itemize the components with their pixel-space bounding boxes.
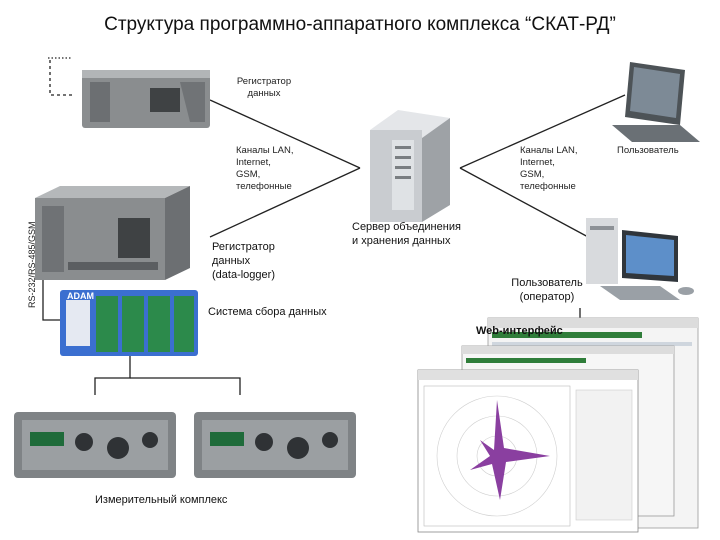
measuring-complex-right	[194, 412, 356, 478]
registrator-logger-device	[35, 186, 190, 280]
label-web-interface: Web-интерфейс	[476, 325, 563, 337]
adam-acquisition-device	[60, 290, 198, 356]
label-acquisition: Система сбора данных	[208, 306, 327, 318]
line-logger	[209, 167, 361, 238]
measuring-complex-left	[14, 412, 176, 478]
line-adam-meas2	[130, 377, 241, 395]
label-user-top: Пользователь	[617, 145, 679, 156]
label-user-operator: Пользователь (оператор)	[511, 277, 583, 303]
label-registrator-top: Регистратор данных	[236, 76, 292, 99]
line-server-laptop	[459, 94, 626, 169]
server-device	[370, 110, 450, 222]
wind-rose	[470, 400, 550, 500]
line-adam-meas	[94, 355, 131, 395]
registrator-top-device	[82, 70, 210, 128]
line-registrator-top	[209, 99, 361, 169]
diagram-title: Структура программно-аппаратного комплек…	[104, 14, 616, 35]
label-channels-right: Каналы LAN, Internet, GSM, телефонные	[520, 145, 578, 192]
laptop-device	[612, 62, 700, 142]
line-server-pc	[459, 167, 591, 239]
label-channels-left: Каналы LAN, Internet, GSM, телефонные	[236, 145, 294, 192]
label-registrator-logger: Регистратор данных (data-logger)	[212, 241, 275, 281]
adam-brand-label: ADAM	[67, 291, 94, 301]
dashed-connector	[49, 60, 75, 96]
label-measuring: Измерительный комплекс	[95, 494, 228, 506]
label-rs-vertical: RS-232/RS-485/GSM	[27, 221, 37, 308]
web-window-front	[417, 369, 639, 533]
label-server: Сервер объединения и хранения данных	[352, 221, 461, 247]
desktop-pc-device	[586, 218, 694, 300]
